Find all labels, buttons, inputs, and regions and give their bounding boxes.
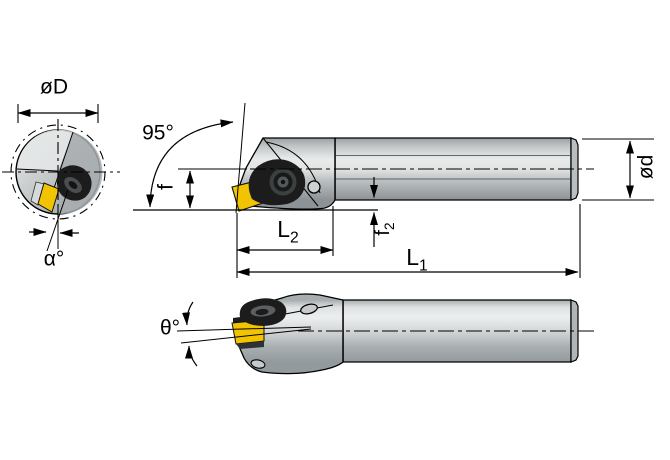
- bottom-view: [176, 293, 594, 375]
- side-view: [231, 137, 594, 212]
- label-lead-angle: 95°: [142, 121, 174, 145]
- label-total-length-base: L: [406, 243, 420, 270]
- label-tip-offset-sub: 2: [382, 222, 398, 230]
- clamp-front-core: [68, 181, 78, 189]
- head-bottom-hole-upper: [300, 303, 318, 315]
- shank-bottom-end-cap: [570, 299, 579, 363]
- label-tip-height: f: [154, 184, 178, 190]
- clamp-bottom-core: [255, 308, 269, 316]
- theta-arrow-lower: [185, 345, 198, 367]
- face-edge-horizontal: [16, 168, 59, 172]
- lead-angle-arc: [146, 119, 234, 208]
- front-view: [2, 104, 120, 252]
- label-theta-angle: θ°: [159, 316, 181, 340]
- label-shank-diameter: ød: [634, 154, 658, 180]
- face-highlight-wedge: [17, 129, 73, 172]
- label-total-length: L1: [406, 243, 428, 275]
- alpha-ref-slanted: [46, 189, 69, 252]
- label-head-length-sub: 2: [290, 229, 299, 247]
- lead-angle-edge-line: [235, 102, 246, 214]
- screw-center: [280, 179, 286, 185]
- label-cutting-diameter: øD: [40, 75, 68, 99]
- theta-arrow-upper: [182, 301, 194, 326]
- head-bottom-hole-lower: [250, 359, 266, 369]
- insert-bottom-under-band: [236, 341, 264, 349]
- side-view-dimensions: [133, 102, 654, 278]
- label-alpha-angle: α°: [43, 247, 65, 271]
- label-tip-offset-base: f: [372, 230, 395, 236]
- theta-ref-line-lower: [180, 328, 312, 344]
- label-total-length-sub: 1: [419, 257, 428, 275]
- theta-ref-line-upper: [176, 326, 312, 332]
- shank-end-cap: [570, 137, 579, 201]
- label-head-length-base: L: [277, 215, 291, 242]
- head-hole: [307, 180, 321, 194]
- label-tip-offset: f2: [372, 222, 398, 236]
- insert-front: [37, 182, 60, 213]
- label-head-length: L2: [277, 215, 299, 247]
- insert-flank-strip: [30, 181, 45, 206]
